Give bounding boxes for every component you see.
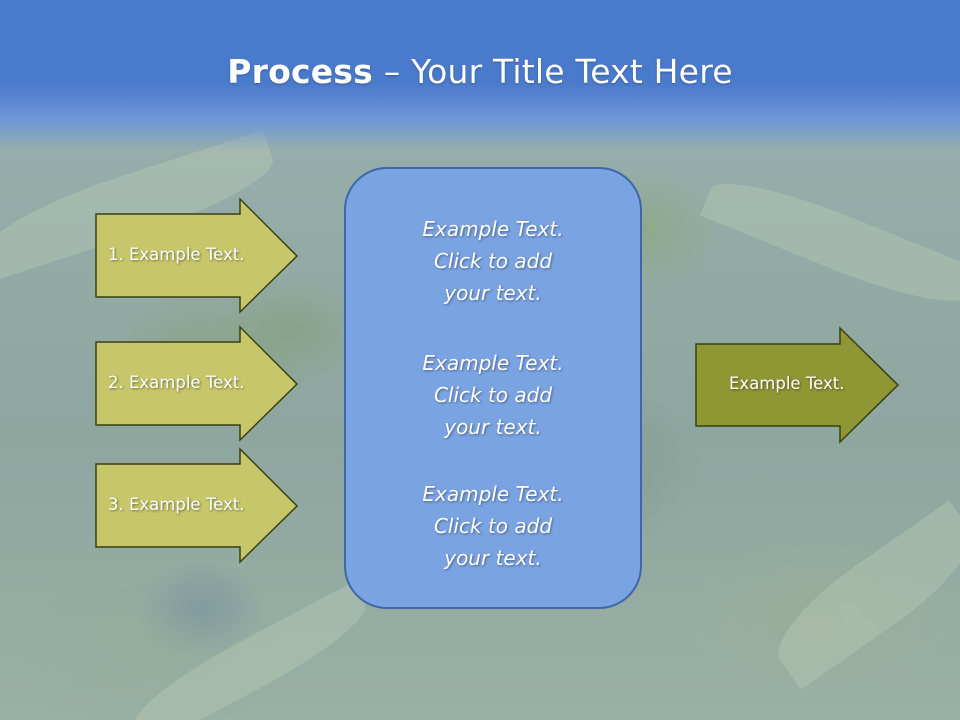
center-process-box[interactable]: [344, 167, 642, 609]
center-text-block-1: Example Text. Click to add your text.: [345, 213, 641, 309]
center-text-line: Click to add: [433, 514, 553, 538]
center-text-line: Example Text.: [422, 482, 564, 506]
output-arrow-label: Example Text.: [729, 374, 845, 393]
slide-title[interactable]: Process – Your Title Text Here: [0, 52, 960, 91]
input-arrow-3[interactable]: [95, 447, 299, 564]
center-text-line: your text.: [444, 281, 542, 305]
input-arrow-2[interactable]: [95, 325, 299, 442]
center-text-line: your text.: [444, 415, 542, 439]
title-rest: Your Title Text Here: [411, 52, 733, 91]
center-text-block-3: Example Text. Click to add your text.: [345, 478, 641, 574]
output-arrow[interactable]: [695, 326, 900, 444]
center-text-line: Example Text.: [422, 217, 564, 241]
center-text-line: your text.: [444, 546, 542, 570]
center-text-block-2: Example Text. Click to add your text.: [345, 347, 641, 443]
center-text-line: Click to add: [433, 383, 553, 407]
center-text-line: Click to add: [433, 249, 553, 273]
input-arrow-1-label: 1. Example Text.: [108, 245, 245, 264]
center-text-line: Example Text.: [422, 351, 564, 375]
title-bold: Process: [227, 52, 373, 91]
input-arrow-3-label: 3. Example Text.: [108, 495, 245, 514]
input-arrow-1[interactable]: [95, 197, 299, 314]
header-band: [0, 0, 960, 150]
input-arrow-2-label: 2. Example Text.: [108, 373, 245, 392]
title-separator: –: [373, 52, 412, 91]
